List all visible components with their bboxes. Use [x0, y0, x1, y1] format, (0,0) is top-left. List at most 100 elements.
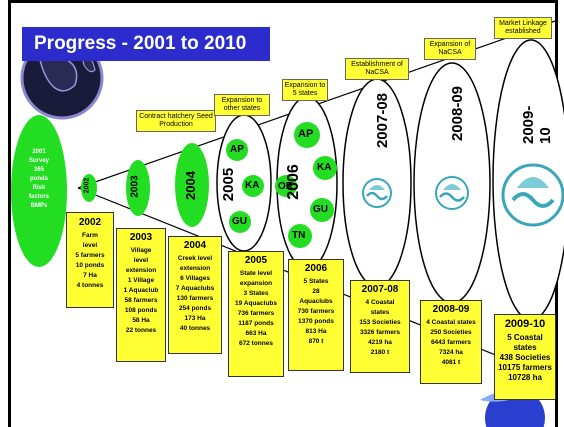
box-line: 1370 ponds	[298, 318, 334, 325]
callout-2008: Expansion of NaCSA	[424, 38, 476, 60]
box-line: 1 Village	[127, 277, 155, 284]
box-line: 7324 ha	[439, 349, 463, 356]
box-line: states	[513, 343, 537, 352]
box-line: 672 tonnes	[239, 340, 273, 347]
box-line: 40 tonnes	[179, 325, 211, 332]
callout-2007: Establishment of NaCSA	[345, 58, 409, 80]
box-line: extension	[125, 267, 157, 274]
box-line: 3 States	[243, 290, 269, 297]
box-line: 2180 t	[370, 349, 390, 356]
state-circle-2006-3	[313, 156, 337, 180]
box-year: 2005	[244, 255, 268, 266]
box-line: 4081 t	[441, 359, 461, 366]
state-label-2006-ka: KA	[317, 162, 332, 173]
nacsa-logo-icon	[435, 176, 469, 210]
start-line: 365	[33, 167, 44, 173]
box-line: 250 Societies	[430, 329, 472, 336]
box-line: 130 farmers	[176, 295, 214, 302]
box-line: level	[82, 242, 98, 249]
state-circle-2005-1	[226, 139, 248, 161]
oval-label-2007: 2007-08	[374, 92, 392, 149]
box-2005: 2005 State level expansion 3 States 19 A…	[228, 251, 284, 377]
box-line: 5 States	[303, 278, 329, 285]
box-line: 4 Coastal states	[426, 319, 476, 326]
box-line: 254 ponds	[178, 305, 212, 312]
box-year: 2008-09	[432, 304, 470, 315]
oval-label-2008: 2008-09	[449, 85, 467, 142]
box-line: states	[370, 309, 390, 316]
state-circle-2006-2	[275, 175, 297, 197]
box-line: State level	[239, 270, 273, 277]
box-2004: 2004 Creek level extension 6 Villages 7 …	[168, 236, 222, 354]
box-year: 2009-10	[504, 318, 546, 330]
box-line: level	[133, 257, 149, 264]
frame-top-border	[8, 0, 558, 3]
box-line: Farm	[82, 232, 98, 239]
start-line: Survey	[28, 158, 49, 164]
box-line: Aquaclubs	[299, 298, 333, 305]
box-line: 28	[312, 288, 320, 295]
state-circle-2005-2	[242, 175, 264, 197]
box-year: 2003	[129, 232, 153, 243]
box-line: 7 Ha	[83, 272, 97, 279]
state-label-2005-ka: KA	[245, 180, 260, 191]
box-line: 22 tonnes	[125, 327, 157, 334]
box-2007: 2007-08 4 Coastal states 153 Societies 3…	[350, 280, 410, 373]
box-line: 730 farmers	[297, 308, 335, 315]
start-oval	[11, 115, 67, 267]
oval-label-2004: 2004	[182, 171, 198, 200]
box-line: 4 Coastal	[365, 299, 395, 306]
box-line: 6443 farmers	[430, 339, 472, 346]
box-year: 2004	[183, 240, 207, 251]
box-2008: 2008-09 4 Coastal states 250 Societies 6…	[420, 300, 482, 384]
box-line: 108 ponds	[124, 307, 158, 314]
start-line: BMPs	[30, 203, 48, 209]
box-line: 6 Villages	[180, 275, 210, 282]
callout-2009: Market Linkage established	[494, 17, 552, 39]
box-line: 5 farmers	[75, 252, 105, 259]
box-line: 7 Aquaclubs	[175, 285, 215, 292]
oval-label-2002: 2002	[83, 177, 91, 194]
start-line: factors	[28, 194, 49, 200]
page-title: Progress - 2001 to 2010	[22, 27, 270, 61]
start-line: 2001	[32, 149, 46, 155]
state-circle-2005-3	[229, 211, 251, 233]
box-line: 173 Ha	[184, 315, 206, 322]
box-line: 153 Societies	[359, 319, 401, 326]
box-line: Creek level	[177, 255, 213, 262]
box-line: 58 farmers	[124, 297, 158, 304]
start-line: Risk	[32, 185, 46, 191]
box-line: 1 Aquaclub	[123, 287, 159, 294]
oval-label-2005: 2005	[220, 167, 238, 202]
start-oval-text: 2001 Survey 365 ponds Risk factors BMPs	[22, 148, 56, 211]
box-year: 2007-08	[361, 284, 399, 295]
box-line: 870 t	[308, 338, 324, 345]
box-line: 10 ponds	[75, 262, 105, 269]
state-label-2006-gu: GU	[313, 204, 328, 215]
box-line: 438 Societies	[499, 353, 551, 362]
callout-2005: Expansion to other states	[214, 94, 270, 116]
start-line: ponds	[30, 176, 48, 182]
box-year: 2006	[304, 263, 328, 274]
state-circle-2006-5	[288, 224, 312, 248]
state-label-2006-ap: AP	[298, 128, 314, 140]
box-line: Village	[130, 247, 152, 254]
box-line: extension	[179, 265, 211, 272]
nacsa-logo-icon	[362, 178, 392, 208]
box-line: 10175 farmers	[498, 363, 552, 372]
callout-2006: Expansion to 5 states	[282, 79, 328, 101]
oval-label-2003: 2003	[129, 175, 141, 198]
oval-2004	[175, 143, 209, 227]
box-year: 2002	[78, 217, 102, 228]
box-line: expansion	[239, 280, 273, 287]
box-line: 1187 ponds	[238, 320, 274, 327]
oval-label-2009: 2009-10	[520, 105, 554, 144]
box-2006: 2006 5 States 28 Aquaclubs 730 farmers 1…	[288, 259, 344, 371]
box-line: 58 Ha	[132, 317, 150, 324]
box-line: 19 Aquaclubs	[234, 300, 278, 307]
state-label-2005-gu: GU	[232, 216, 247, 227]
state-label-2005-ap: AP	[230, 144, 244, 155]
state-label-2006-or: OR	[278, 181, 293, 192]
box-line: 736 farmers	[237, 310, 275, 317]
